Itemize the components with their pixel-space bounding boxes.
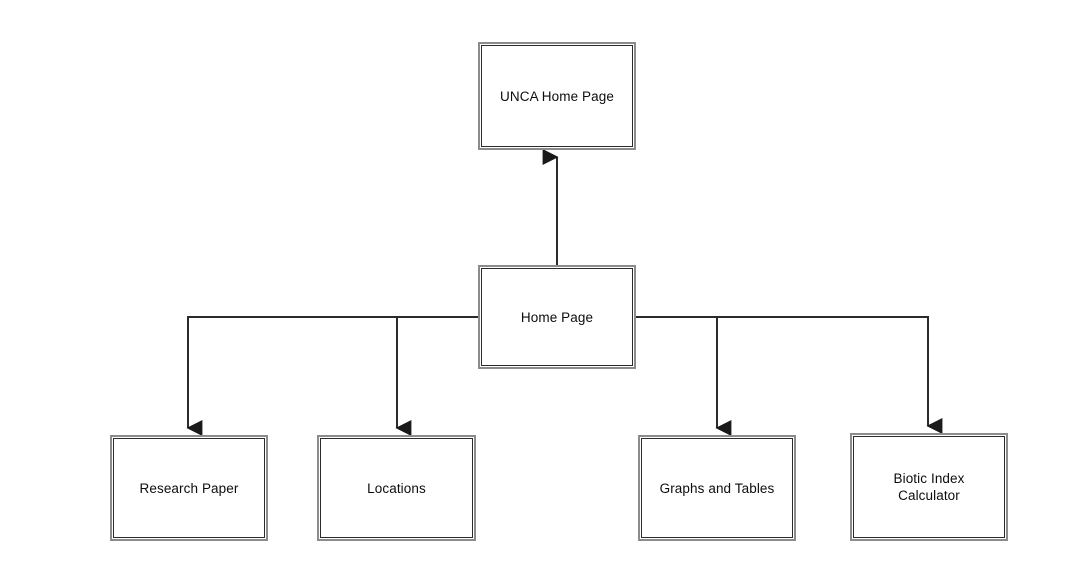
edge-home-to-research-paper [186,316,481,436]
node-label-research-paper: Research Paper [139,480,239,496]
node-label-graphs-and-tables: Graphs and Tables [659,480,775,496]
node-home-page[interactable]: Home Page [481,268,633,366]
node-locations[interactable]: Locations [320,438,473,538]
node-research-paper[interactable]: Research Paper [113,438,265,538]
node-biotic-index-calculator[interactable]: Biotic Index Calculator [853,436,1005,538]
node-label-locations: Locations [367,480,426,496]
node-label-unca-home-page: UNCA Home Page [500,88,614,104]
node-label-biotic-index-calculator: Biotic Index Calculator [893,471,965,503]
edge-home-to-graphs-and-tables [633,316,732,436]
node-label-home-page: Home Page [520,309,594,325]
node-graphs-and-tables[interactable]: Graphs and Tables [641,438,793,538]
node-unca-home-page[interactable]: UNCA Home Page [481,45,633,147]
edge-home-to-biotic-index-calculator [633,316,943,434]
edge-home-to-locations [395,316,481,436]
